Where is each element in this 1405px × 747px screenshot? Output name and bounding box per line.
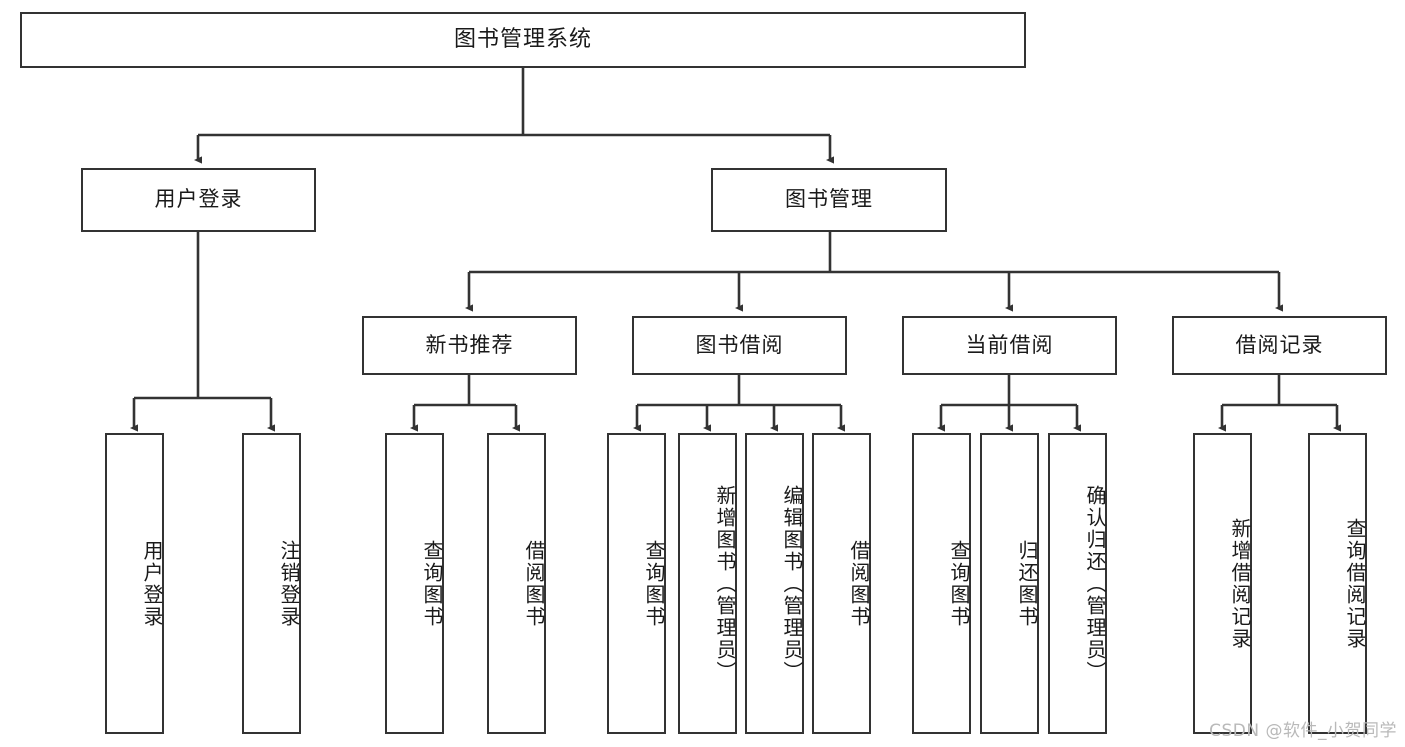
leaf-borrow-add-book-admin[interactable]: 新增图书（管理员） xyxy=(678,433,737,734)
leaf-borrow-edit-book-admin[interactable]: 编辑图书（管理员） xyxy=(745,433,804,734)
leaf-user-login-logout[interactable]: 注销登录 xyxy=(242,433,301,734)
node-label: 新增借阅记录 xyxy=(1228,517,1252,650)
leaf-borrow-borrow-book[interactable]: 借阅图书 xyxy=(812,433,871,734)
node-label: 查询借阅记录 xyxy=(1343,517,1367,650)
node-label: 新增图书（管理员） xyxy=(713,484,737,683)
leaf-record-query-record[interactable]: 查询借阅记录 xyxy=(1308,433,1367,734)
node-label: 借阅图书 xyxy=(847,539,871,628)
node-borrow-record[interactable]: 借阅记录 xyxy=(1172,316,1387,375)
leaf-user-login-login[interactable]: 用户登录 xyxy=(105,433,164,734)
node-label: 归还图书 xyxy=(1015,539,1039,628)
node-book-management[interactable]: 图书管理 xyxy=(711,168,947,232)
node-label: 新书推荐 xyxy=(425,332,514,357)
node-label: 查询图书 xyxy=(420,539,444,628)
node-label: 图书借阅 xyxy=(695,332,784,357)
node-label: 图书管理系统 xyxy=(453,26,592,52)
node-current-borrow[interactable]: 当前借阅 xyxy=(902,316,1117,375)
leaf-recommend-borrow-book[interactable]: 借阅图书 xyxy=(487,433,546,734)
node-label: 查询图书 xyxy=(642,539,666,628)
leaf-borrow-query-book[interactable]: 查询图书 xyxy=(607,433,666,734)
node-user-login[interactable]: 用户登录 xyxy=(81,168,316,232)
node-label: 图书管理 xyxy=(785,187,873,212)
watermark: CSDN @软件_小贺同学 xyxy=(1209,721,1397,741)
node-new-book-recommend[interactable]: 新书推荐 xyxy=(362,316,577,375)
node-label: 用户登录 xyxy=(154,187,243,212)
node-label: 借阅记录 xyxy=(1235,332,1324,357)
node-label: 借阅图书 xyxy=(522,539,546,628)
node-label: 确认归还（管理员） xyxy=(1083,484,1107,683)
node-label: 注销登录 xyxy=(277,539,301,628)
node-root-system[interactable]: 图书管理系统 xyxy=(20,12,1026,68)
node-label: 查询图书 xyxy=(947,539,971,628)
node-label: 当前借阅 xyxy=(965,332,1054,357)
leaf-recommend-query-book[interactable]: 查询图书 xyxy=(385,433,444,734)
node-label: 用户登录 xyxy=(140,539,164,628)
leaf-record-add-record[interactable]: 新增借阅记录 xyxy=(1193,433,1252,734)
leaf-current-return-book[interactable]: 归还图书 xyxy=(980,433,1039,734)
node-book-borrow[interactable]: 图书借阅 xyxy=(632,316,847,375)
leaf-current-query-book[interactable]: 查询图书 xyxy=(912,433,971,734)
leaf-current-confirm-return-admin[interactable]: 确认归还（管理员） xyxy=(1048,433,1107,734)
node-label: 编辑图书（管理员） xyxy=(780,484,804,683)
